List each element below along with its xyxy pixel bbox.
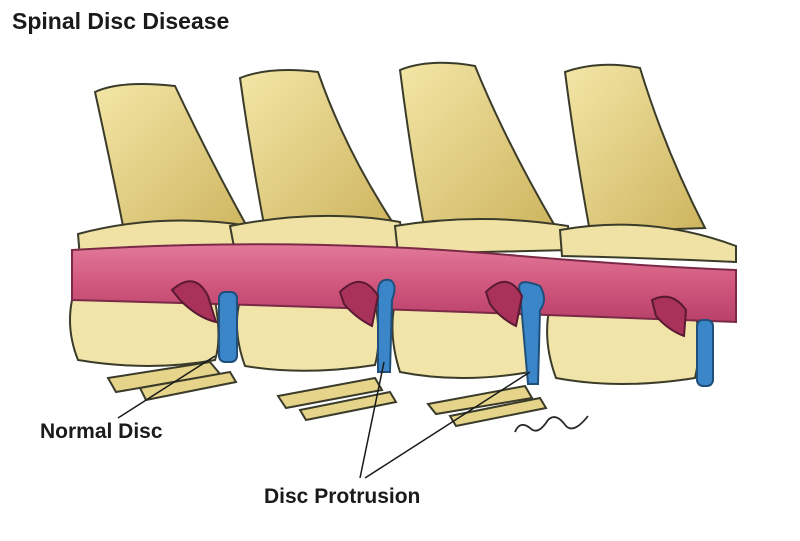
disc-protrusion-label: Disc Protrusion: [264, 485, 421, 508]
protruding-disc-1: [377, 278, 396, 373]
transverse-processes: [106, 360, 548, 428]
disc-4: [696, 319, 714, 387]
spinous-process-3: [398, 61, 557, 234]
intervertebral-discs: [218, 278, 714, 387]
nerve-roots: [170, 280, 688, 338]
signature-mark: [514, 415, 589, 433]
label-pointers: [117, 355, 531, 479]
normal-disc-label: Normal Disc: [40, 420, 163, 443]
normal-disc: [218, 291, 238, 363]
spinous-process-4: [563, 63, 707, 234]
page-title: Spinal Disc Disease: [12, 8, 230, 34]
vertebral-bodies: [69, 299, 700, 385]
spinous-processes: [93, 61, 707, 238]
spinous-process-1: [93, 83, 252, 238]
protruding-disc-2: [518, 281, 545, 385]
spinous-process-2: [238, 69, 397, 232]
